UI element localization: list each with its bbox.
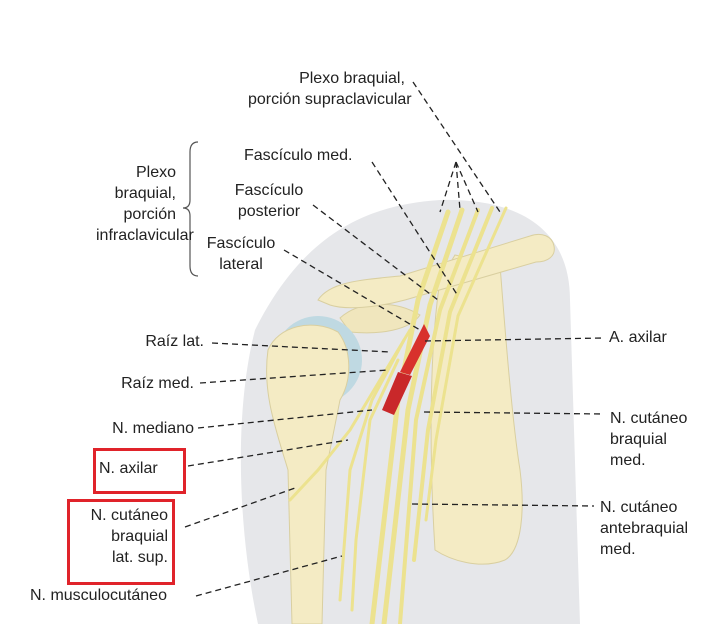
label-n-cutaneo-braquial-med: N. cutáneo braquial med.: [610, 408, 687, 471]
label-line: antebraquial: [600, 520, 689, 537]
label-line: N. cutáneo: [90, 507, 168, 524]
brace: [182, 141, 199, 277]
label-line: med.: [600, 541, 636, 558]
label-fasciculo-med: Fascículo med.: [244, 147, 353, 164]
label-line: posterior: [237, 203, 301, 220]
label-a-axilar: A. axilar: [609, 329, 667, 346]
label-raiz-med: Raíz med.: [121, 375, 194, 392]
label-n-mediano: N. mediano: [112, 420, 194, 437]
label-line: Plexo braquial,: [299, 70, 405, 87]
label-n-cutaneo-lat: N. cutáneo braquial lat. sup.: [70, 505, 168, 568]
label-line: braquial: [111, 528, 168, 545]
label-raiz-lat: Raíz lat.: [145, 333, 204, 350]
label-line: braquial: [610, 431, 667, 448]
label-line: Fascículo: [234, 182, 304, 199]
label-line: braquial,: [114, 185, 176, 202]
label-line: lat. sup.: [111, 549, 168, 566]
label-line: N. cutáneo: [610, 410, 688, 427]
highlight-box-n-cutaneo-lat: [67, 499, 175, 585]
humerus: [266, 324, 350, 624]
label-line: Fascículo: [206, 235, 276, 252]
label-fasciculo-lateral: Fascículo lateral: [196, 233, 286, 275]
label-n-cutaneo-antebraquial-med: N. cutáneo antebraquial med.: [600, 497, 688, 560]
label-line: N. cutáneo: [600, 499, 678, 516]
label-supraclavicular-2: porción supraclavicular: [248, 91, 412, 108]
label-n-musculocutaneo: N. musculocutáneo: [30, 587, 167, 604]
label-infraclavicular: Plexo braquial, porción infraclavicular: [96, 162, 194, 246]
axillary-artery: [382, 324, 430, 415]
label-line: Plexo: [135, 164, 176, 181]
label-supraclavicular: Plexo braquial,: [288, 68, 416, 89]
label-fasciculo-posterior: Fascículo posterior: [224, 180, 314, 222]
leader-lines: [184, 81, 605, 597]
clavicle: [317, 233, 555, 309]
label-n-axilar: N. axilar: [99, 460, 158, 477]
label-line: infraclavicular: [96, 227, 194, 244]
label-line: med.: [610, 452, 646, 469]
highlight-box-n-axilar: [93, 448, 186, 494]
label-line: lateral: [219, 256, 263, 273]
label-line: porción: [123, 206, 176, 223]
